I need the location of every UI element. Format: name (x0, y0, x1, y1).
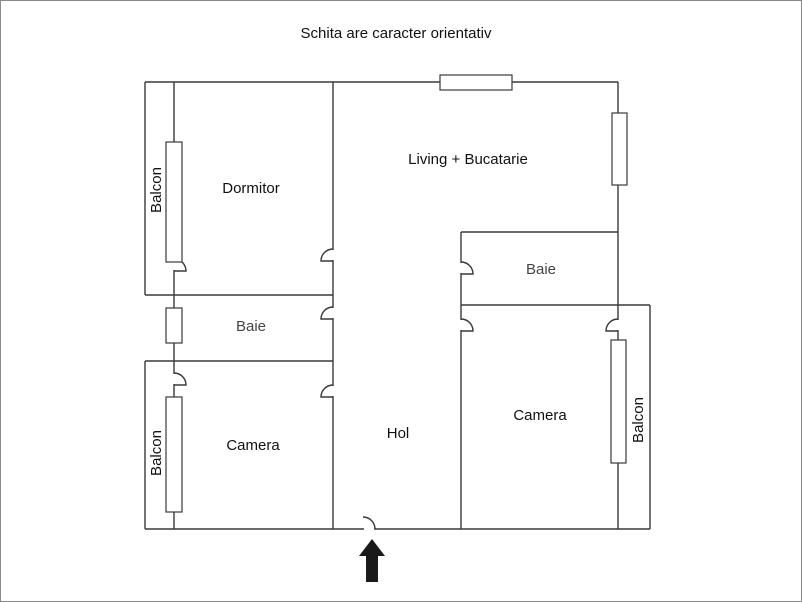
balcony-label-top-left: Balcon (148, 167, 165, 213)
door-swing (605, 318, 619, 332)
window (165, 307, 183, 344)
window (165, 396, 183, 513)
window (439, 74, 513, 91)
walls (144, 81, 651, 530)
room-label-camera-left: Camera (226, 437, 280, 454)
room-label-baie-left: Baie (236, 318, 266, 335)
balcony-label-bottom-left: Balcon (148, 430, 165, 476)
room-label-dormitor: Dormitor (222, 180, 280, 197)
door-swing (173, 372, 187, 386)
door-swing (320, 384, 334, 398)
room-label-hol: Hol (387, 425, 410, 442)
window (165, 141, 183, 263)
plan-title: Schita are caracter orientativ (301, 25, 492, 42)
balcony-label-right: Balcon (630, 397, 647, 443)
window (611, 112, 628, 186)
door-swing (460, 261, 474, 275)
door-swing (362, 516, 376, 530)
room-label-baie-right: Baie (526, 261, 556, 278)
doors (172, 248, 620, 531)
window (610, 339, 627, 464)
room-label-living: Living + Bucatarie (408, 151, 528, 168)
door-swing (320, 248, 334, 262)
room-label-camera-right: Camera (513, 407, 567, 424)
door-swing (320, 306, 334, 320)
door-swing (460, 318, 474, 332)
windows (165, 74, 628, 513)
entrance-arrow-icon (359, 539, 385, 582)
